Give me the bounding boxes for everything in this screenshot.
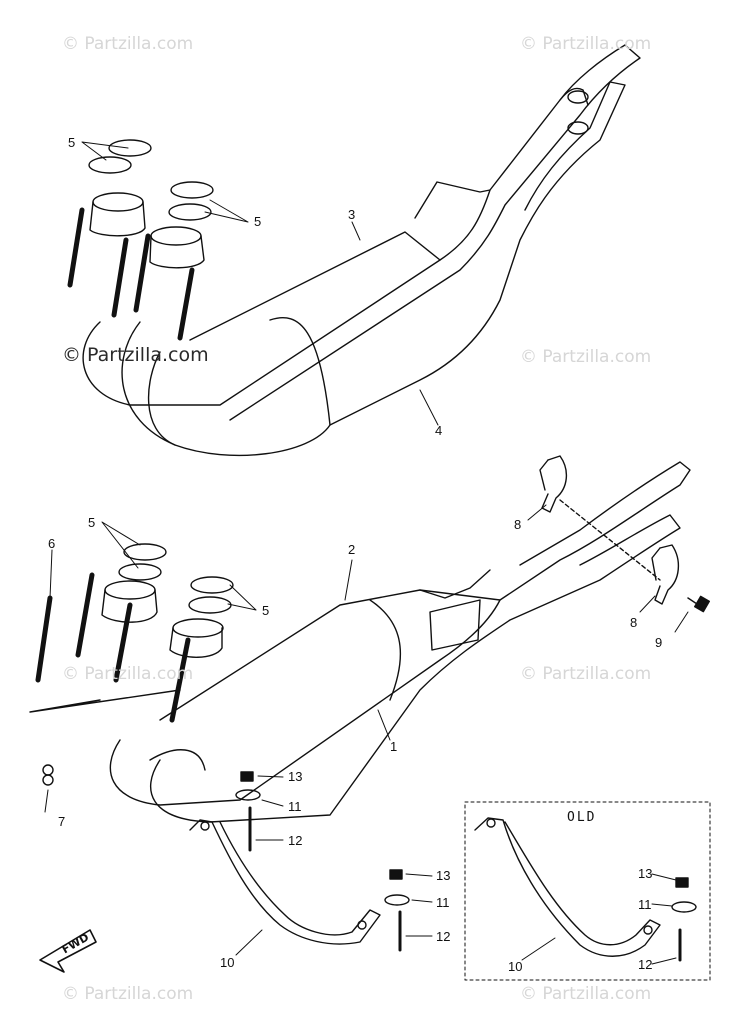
collar-11 [235,789,261,801]
old-style-box [464,801,711,981]
callout-2: 2 [348,542,356,557]
callout-12: 12 [288,833,303,848]
callout-11: 11 [288,799,302,814]
callout-5: 5 [88,515,96,530]
watermark: © Partzilla.com [520,664,652,684]
callout-5: 5 [254,214,262,229]
callout-5: 5 [68,135,76,150]
watermark: © Partzilla.com [520,347,652,367]
callout-13: 13 [436,868,451,883]
clamp-8-top [539,455,567,513]
callout-12: 12 [436,929,451,944]
watermark: © Partzilla.com [520,34,652,54]
callout-8: 8 [630,615,638,630]
stay-collar-11 [384,894,410,906]
callout-13: 13 [288,769,303,784]
watermark: © Partzilla.com [62,344,209,366]
old-collar-11 [671,901,697,913]
callout-4: 4 [435,423,443,438]
lower-exhaust-flange-right [169,576,234,658]
callout-7: 7 [58,814,66,829]
watermark: © Partzilla.com [62,664,194,684]
callout-3: 3 [348,207,356,222]
nut-13 [240,771,254,782]
watermark: © Partzilla.com [520,984,652,1004]
clamp-7 [42,764,54,786]
old-nut-13 [675,877,689,888]
callout-5: 5 [262,603,270,618]
upper-studs [67,207,195,341]
lower-muffler-1 [149,514,681,823]
bolt-9 [687,595,711,613]
callout-13: 13 [638,866,653,881]
clamp-8-bottom [651,544,679,605]
callout-10: 10 [220,955,235,970]
watermark: © Partzilla.com [62,984,194,1004]
lower-studs-6 [35,572,191,723]
upper-exhaust-flange-left [88,139,152,237]
lower-muffler-2 [109,461,691,806]
old-box-label: OLD [567,810,597,825]
watermark: © Partzilla.com [62,34,194,54]
lower-exhaust-flange-left [101,543,167,623]
upper-exhaust-flange-right [149,181,214,269]
callout-8: 8 [514,517,522,532]
upper-muffler-3 [82,44,641,421]
callout-6: 6 [48,536,56,551]
callout-12: 12 [638,957,653,972]
callout-10: 10 [508,959,523,974]
callout-9: 9 [655,635,663,650]
callout-11: 11 [638,897,652,912]
leader-lines [44,141,689,965]
callout-1: 1 [390,739,398,754]
upper-muffler-4 [121,81,626,457]
fwd-arrow-icon [39,929,97,973]
stay-nut-13 [389,869,403,880]
muffler-stay-10 [189,819,381,945]
callout-11: 11 [436,895,450,910]
old-muffler-stay-10 [474,817,661,957]
